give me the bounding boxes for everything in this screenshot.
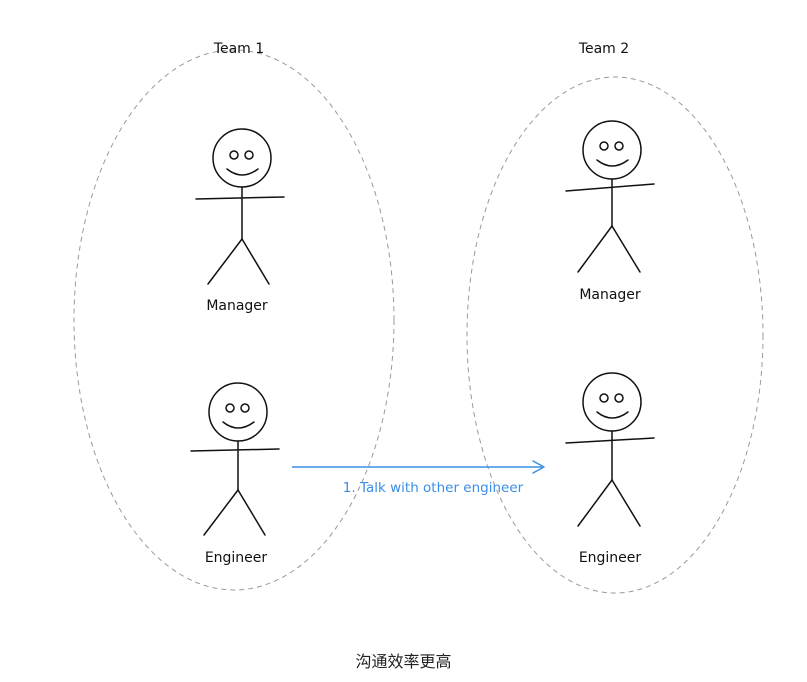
team-1-manager-label: Manager [206,298,268,314]
team-1-manager-figure [195,128,285,285]
team-2-manager-label: Manager [579,287,641,303]
diagram-caption: 沟通效率更高 [355,652,452,671]
team-2-manager-figure [565,120,655,273]
arrow-label: 1. Talk with other engineer [343,480,524,496]
team-1-engineer-label: Engineer [205,550,268,566]
team-2-title: Team 2 [578,41,629,57]
team-2-engineer-label: Engineer [579,550,642,566]
team-2-boundary [466,76,764,594]
team-1-title: Team 1 [213,41,264,57]
team-2-engineer-figure [565,372,655,527]
engineer-communication-arrow [292,460,545,474]
team-1-engineer-figure [190,382,280,536]
team-1-boundary [73,49,395,591]
